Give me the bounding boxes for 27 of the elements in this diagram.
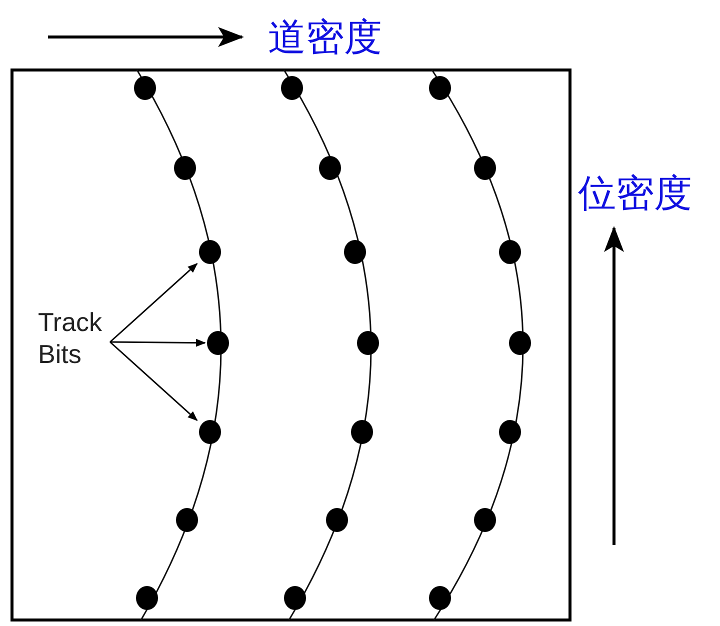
track-bit-dot — [357, 331, 379, 355]
track-bit-dot — [136, 586, 158, 610]
track-bit-dot — [176, 508, 198, 532]
axis-label: 道密度 — [268, 18, 382, 56]
track-bit-dot — [134, 76, 156, 100]
track-bit-dot — [499, 420, 521, 444]
track-bit-dot — [499, 240, 521, 264]
leader-arrow — [110, 263, 198, 343]
track-bit-dot — [429, 76, 451, 100]
track-bit-dot — [319, 156, 341, 180]
track-bit-dot — [199, 420, 221, 444]
track-bit-dot — [284, 586, 306, 610]
track-bit-dot — [429, 586, 451, 610]
track-bit-dot — [326, 508, 348, 532]
leader-arrow — [110, 341, 198, 421]
callout-label: Track Bits — [38, 306, 102, 370]
axis-label: 位密度 — [578, 174, 692, 212]
track-bit-dot — [351, 420, 373, 444]
track-bit-dot — [207, 331, 229, 355]
track-bit-dot — [174, 156, 196, 180]
track-bit-dot — [474, 508, 496, 532]
track-bit-dot — [199, 240, 221, 264]
track-bit-dot — [344, 240, 366, 264]
track-bit-dot — [509, 331, 531, 355]
leader-arrow — [110, 338, 206, 347]
track-bit-dot — [474, 156, 496, 180]
track-bit-dot — [281, 76, 303, 100]
